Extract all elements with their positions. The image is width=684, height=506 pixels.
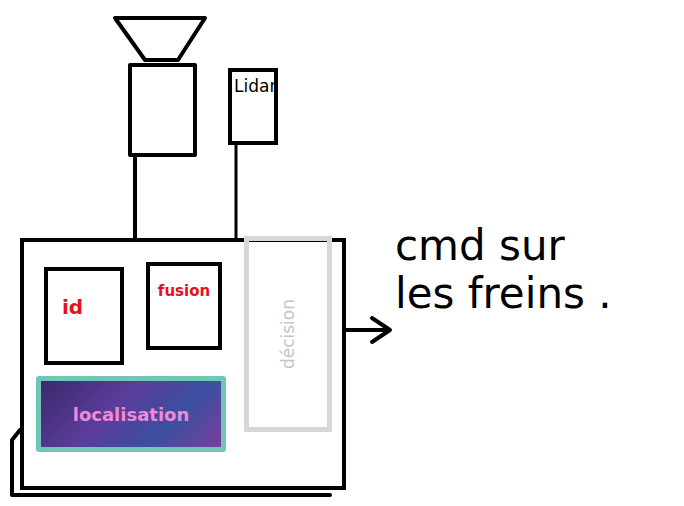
process-box: décision [244,236,332,432]
sensor-box: Lidar [228,68,278,145]
box-label: fusion [158,282,210,300]
camera-wire [133,155,137,238]
signal-wire [235,145,238,238]
box-label: id [62,295,83,319]
process-box: localisation [36,376,226,452]
output-note: cmd sur les freins . [395,222,626,319]
box-label: décision [278,299,298,369]
output-arrow [345,318,390,342]
process-box: fusion [146,262,222,350]
camera-body [130,65,195,155]
box-label: localisation [73,404,190,425]
camera-lens [115,18,205,60]
box-label: Lidar [234,76,276,96]
system-box: id fusion décision localisation [20,238,346,490]
process-box: id [44,267,124,365]
